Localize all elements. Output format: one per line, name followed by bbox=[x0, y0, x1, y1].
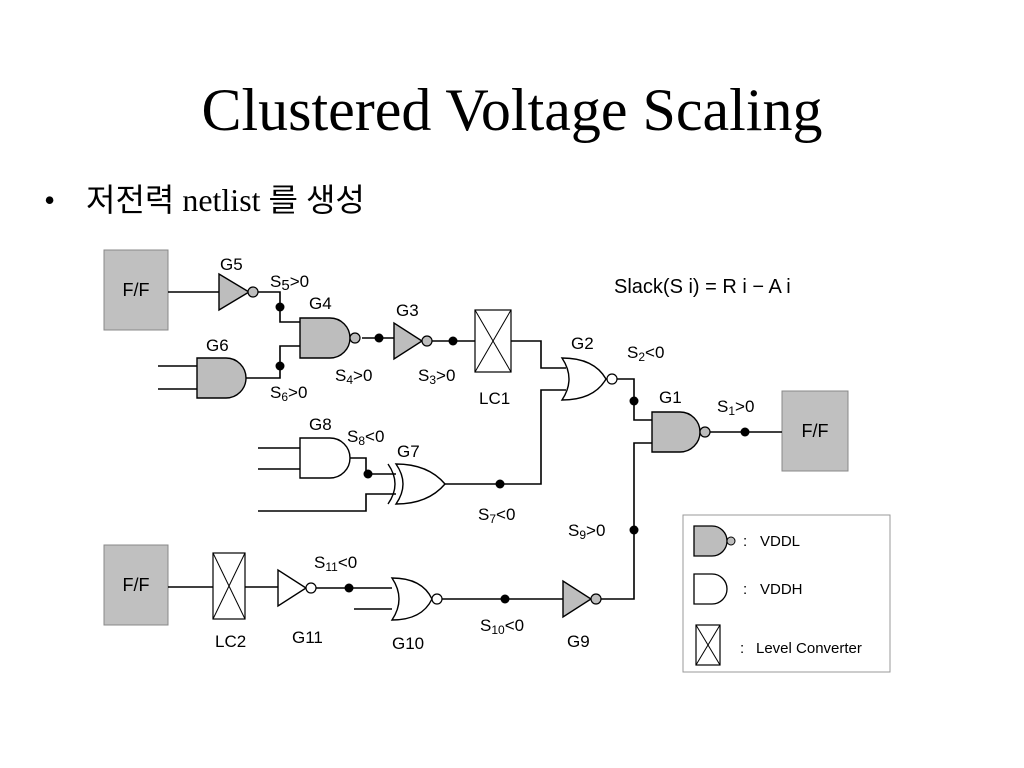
label-g9: G9 bbox=[567, 632, 590, 651]
gate-g8-and bbox=[299, 437, 351, 479]
legend-vddh-label: VDDH bbox=[760, 581, 803, 598]
label-lc1: LC1 bbox=[479, 389, 510, 408]
label-lc2: LC2 bbox=[215, 632, 246, 651]
gate-g5-buffer bbox=[218, 272, 259, 312]
gate-labels: G5 G4 G6 G3 G2 G1 G8 G7 G11 G10 G9 LC1 L… bbox=[206, 255, 682, 653]
gate-g2-nor bbox=[560, 357, 618, 401]
junction-dots bbox=[275, 302, 750, 604]
label-g4: G4 bbox=[309, 294, 332, 313]
slack-s2: S2<0 bbox=[627, 343, 664, 364]
flipflop-top-left: F/F bbox=[103, 249, 169, 331]
slack-s9: S9>0 bbox=[568, 521, 605, 542]
gate-g3-inverter bbox=[393, 321, 433, 361]
legend-vddl-separator: : bbox=[743, 533, 747, 550]
slack-s3: S3>0 bbox=[418, 366, 455, 387]
gate-g11-inverter bbox=[277, 568, 317, 608]
gate-g6-and bbox=[196, 357, 247, 399]
slack-s6: S6>0 bbox=[270, 383, 307, 404]
slack-s1: S1>0 bbox=[717, 397, 754, 418]
legend-vddh-separator: : bbox=[743, 581, 747, 598]
flipflop-label: F/F bbox=[123, 280, 150, 300]
gate-g4-nand bbox=[299, 317, 361, 359]
level-converter-lc1 bbox=[474, 309, 512, 373]
bullet-text: 저전력 netlist 를 생성 bbox=[86, 182, 365, 218]
label-g11: G11 bbox=[292, 628, 323, 647]
flipflop-label: F/F bbox=[802, 421, 829, 441]
legend: : VDDL : VDDH : Level Converter bbox=[682, 514, 891, 673]
legend-vddh-gate-icon bbox=[693, 573, 728, 605]
label-g1: G1 bbox=[659, 388, 682, 407]
slack-s4: S4>0 bbox=[335, 366, 372, 387]
label-g5: G5 bbox=[220, 255, 243, 274]
bullet-symbol: • bbox=[44, 182, 56, 218]
label-g8: G8 bbox=[309, 415, 332, 434]
legend-lc-label: Level Converter bbox=[756, 640, 862, 657]
gate-g9-buffer bbox=[562, 579, 602, 619]
slack-s8: S8<0 bbox=[347, 427, 384, 448]
legend-level-converter-icon bbox=[695, 624, 721, 666]
slack-s11: S11<0 bbox=[314, 553, 357, 574]
legend-vddl-gate-icon bbox=[693, 525, 736, 557]
flipflop-bottom-left: F/F bbox=[103, 544, 169, 626]
label-g7: G7 bbox=[397, 442, 420, 461]
label-g6: G6 bbox=[206, 336, 229, 355]
gate-g7-or bbox=[387, 463, 446, 505]
bullet-item: • 저전력 netlist 를 생성 bbox=[44, 178, 365, 222]
slide-title: Clustered Voltage Scaling bbox=[201, 77, 823, 143]
gate-g10-nor bbox=[390, 577, 443, 621]
level-converter-lc2 bbox=[212, 552, 246, 620]
flipflop-label: F/F bbox=[123, 575, 150, 595]
slack-formula: Slack(S i) = R i − A i bbox=[614, 276, 791, 298]
label-g2: G2 bbox=[571, 334, 594, 353]
slack-labels: S5>0 S4>0 S6>0 S3>0 S2<0 S1>0 S8<0 S7<0 … bbox=[270, 272, 754, 637]
slack-s5: S5>0 bbox=[270, 272, 309, 294]
flipflop-right: F/F bbox=[781, 390, 849, 472]
legend-vddl-label: VDDL bbox=[760, 533, 800, 550]
slack-s7: S7<0 bbox=[478, 505, 515, 526]
legend-lc-separator: : bbox=[740, 640, 744, 657]
label-g3: G3 bbox=[396, 301, 419, 320]
slack-s10: S10<0 bbox=[480, 616, 524, 637]
label-g10: G10 bbox=[392, 634, 424, 653]
gate-g1-nand bbox=[651, 411, 711, 453]
